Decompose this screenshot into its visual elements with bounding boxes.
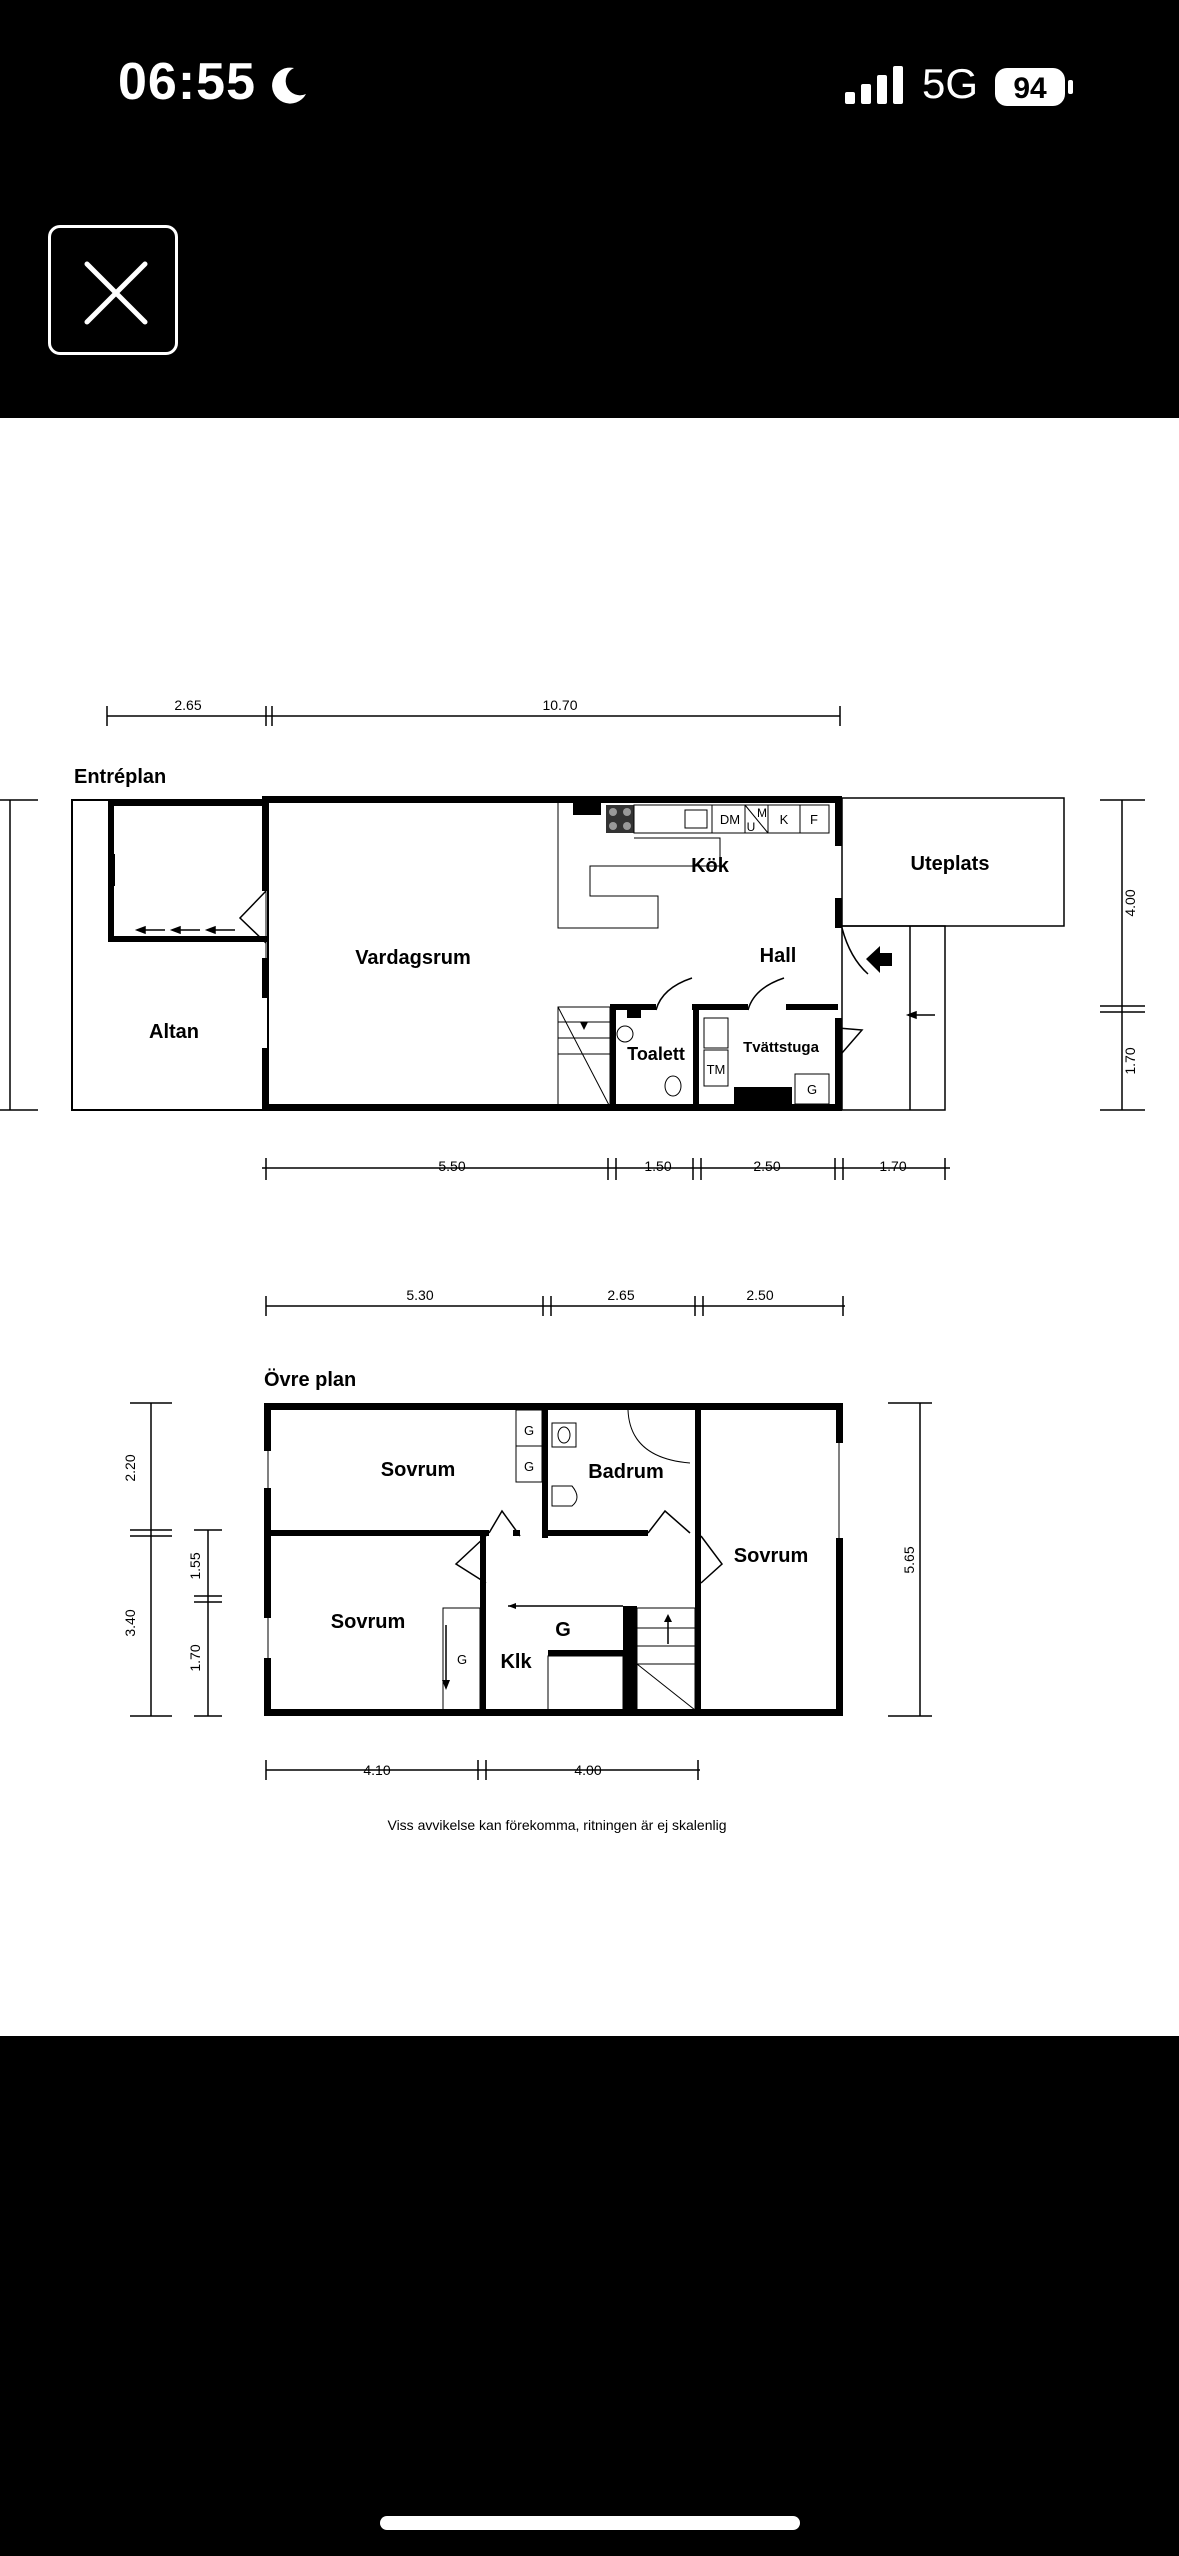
ground-floor-title: Entréplan [74, 766, 166, 788]
kitchen-island [557, 803, 721, 929]
fixture-k: K [780, 812, 789, 827]
dim-5-65: 5.65 [901, 1546, 917, 1573]
dim-2-65-upper: 2.65 [607, 1287, 634, 1303]
dim-5-30: 5.30 [406, 1287, 433, 1303]
upper-dims-left [130, 1402, 222, 1717]
fixture-m: M [757, 806, 767, 820]
dim-4-00: 4.00 [1122, 889, 1138, 916]
room-uteplats: Uteplats [911, 853, 990, 875]
dim-5-50: 5.50 [438, 1158, 465, 1174]
room-badrum: Badrum [588, 1461, 664, 1483]
dim-4-00-upper: 4.00 [574, 1762, 601, 1778]
room-sovrum-1: Sovrum [381, 1459, 455, 1481]
uteplats-area [841, 797, 1065, 927]
dim-4-10: 4.10 [363, 1762, 390, 1778]
ground-walls [262, 796, 842, 1111]
toilet-basin [616, 1025, 634, 1043]
close-icon [84, 261, 148, 325]
dim-2-50-upper: 2.50 [746, 1287, 773, 1303]
fixture-u: U [747, 820, 756, 834]
room-klk: Klk [500, 1651, 532, 1673]
fixture-tm: TM [707, 1062, 726, 1077]
room-hall: Hall [760, 945, 797, 967]
fixture-g-upper-2: G [524, 1459, 534, 1474]
room-toalett: Toalett [627, 1044, 685, 1064]
dim-3-40: 3.40 [122, 1609, 138, 1636]
status-bar: 06:55 5G 94 [0, 0, 1179, 170]
room-g-hall: G [555, 1619, 571, 1641]
battery-level: 94 [1013, 72, 1047, 105]
dim-2-50: 2.50 [753, 1158, 780, 1174]
upper-floor-title: Övre plan [264, 1368, 356, 1391]
moon-icon [272, 67, 306, 104]
disclaimer: Viss avvikelse kan förekomma, ritningen … [387, 1817, 726, 1833]
upper-walls [264, 1403, 843, 1716]
fixture-g: G [807, 1082, 817, 1097]
upper-dims-top [265, 1296, 845, 1316]
dim-1-50: 1.50 [644, 1158, 671, 1174]
sink [684, 809, 708, 829]
dim-2-20: 2.20 [122, 1454, 138, 1481]
room-sovrum-3: Sovrum [331, 1611, 405, 1633]
home-indicator[interactable] [380, 2516, 800, 2530]
floor-plan: Entréplan 2.65 10.70 Altan [0, 697, 1145, 1833]
signal-icon [845, 66, 903, 104]
ground-dims-top [106, 706, 841, 726]
ground-dims-right [1100, 799, 1145, 1111]
room-vardagsrum: Vardagsrum [355, 947, 471, 969]
dim-2-65: 2.65 [174, 697, 201, 713]
dim-1-70: 1.70 [879, 1158, 906, 1174]
fixture-dm: DM [720, 812, 740, 827]
close-button[interactable] [48, 225, 178, 355]
altan-area [71, 799, 269, 1111]
upper-dims-bottom [265, 1760, 700, 1780]
entrance-arrow-icon [866, 946, 892, 973]
toilet-bowl [664, 1075, 682, 1097]
image-viewer[interactable]: Entréplan 2.65 10.70 Altan [0, 418, 1179, 2036]
upper-stairs [636, 1607, 696, 1711]
ground-dims-bottom [262, 1158, 950, 1180]
network-type: 5G [922, 60, 979, 107]
dim-1-55: 1.55 [187, 1552, 203, 1579]
room-kok: Kök [691, 855, 730, 877]
battery-icon: 94 [995, 68, 1073, 106]
room-tvattstuga: Tvättstuga [743, 1039, 820, 1056]
fixture-g-upper-3: G [457, 1652, 467, 1667]
status-time: 06:55 [118, 53, 256, 111]
dim-1-70-upper: 1.70 [187, 1644, 203, 1671]
dim-1-70-right: 1.70 [1122, 1047, 1138, 1074]
fixture-g-upper-1: G [524, 1423, 534, 1438]
dim-10-70: 10.70 [542, 697, 577, 713]
room-sovrum-2: Sovrum [734, 1545, 808, 1567]
upper-dims-right [888, 1402, 932, 1717]
room-altan: Altan [149, 1021, 199, 1043]
fixture-f: F [810, 812, 818, 827]
